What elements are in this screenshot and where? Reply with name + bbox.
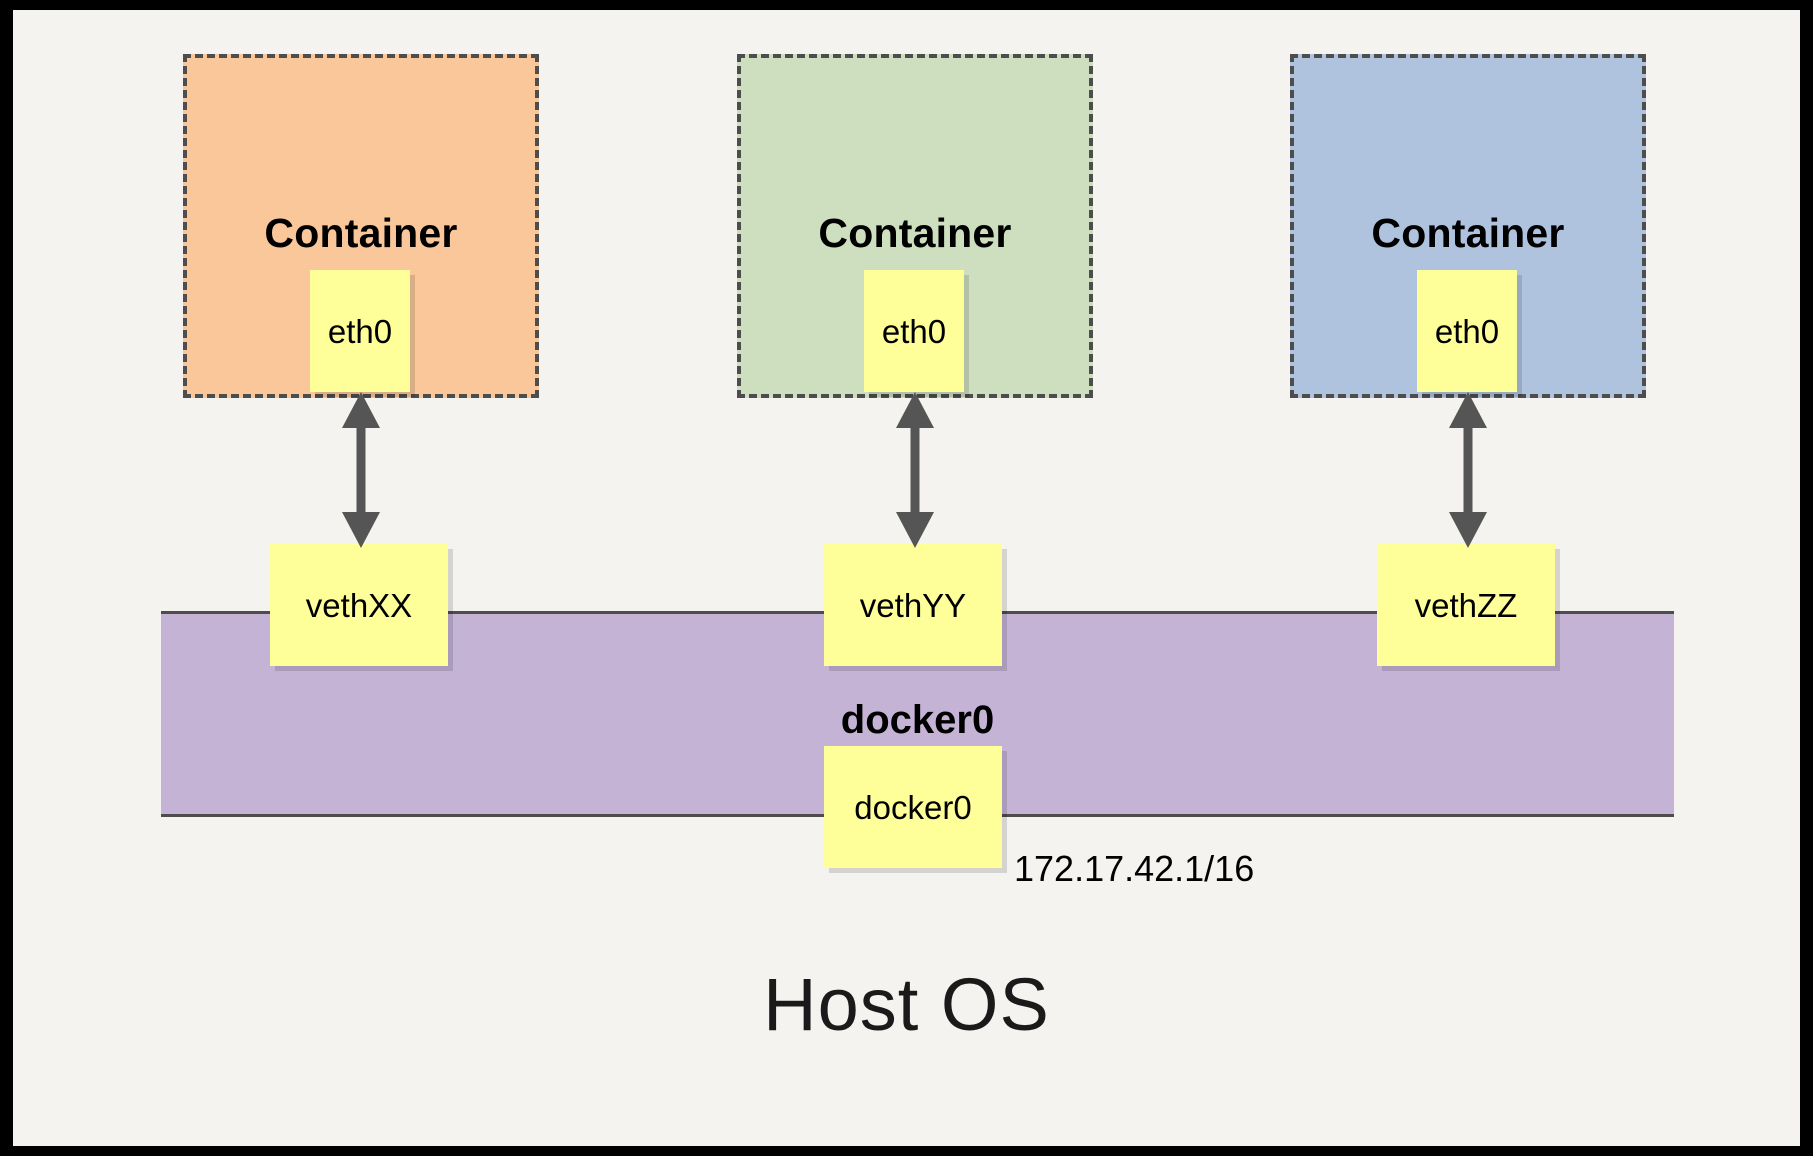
eth0-label-2: eth0 xyxy=(881,312,947,350)
eth0-box-3[interactable]: eth0 xyxy=(1417,270,1517,392)
link-arrow-eth0-vethXX xyxy=(342,392,380,548)
veth-label-2: vethYY xyxy=(859,586,967,624)
container-title-3: Container xyxy=(1371,210,1565,256)
eth0-label-3: eth0 xyxy=(1434,312,1500,350)
container-title-2: Container xyxy=(818,210,1012,256)
veth-box-2[interactable]: vethYY xyxy=(824,544,1002,666)
container-title-1: Container xyxy=(264,210,458,256)
docker0-port-box[interactable]: docker0 xyxy=(824,746,1002,868)
eth0-box-1[interactable]: eth0 xyxy=(310,270,410,392)
docker0-ip-label: 172.17.42.1/16 xyxy=(1014,848,1255,889)
veth-label-1: vethXX xyxy=(305,586,413,624)
veth-label-3: vethZZ xyxy=(1414,586,1518,624)
docker0-bridge-label: docker0 xyxy=(840,698,995,742)
veth-box-3[interactable]: vethZZ xyxy=(1377,544,1555,666)
host-os-canvas: Container eth0 Container eth0 Container … xyxy=(13,10,1800,1146)
eth0-label-1: eth0 xyxy=(327,312,393,350)
link-arrow-eth0-vethZZ xyxy=(1449,392,1487,548)
veth-box-1[interactable]: vethXX xyxy=(270,544,448,666)
eth0-box-2[interactable]: eth0 xyxy=(864,270,964,392)
docker0-port-label: docker0 xyxy=(854,788,972,826)
host-os-label: Host OS xyxy=(763,963,1050,1046)
link-arrow-eth0-vethYY xyxy=(896,392,934,548)
